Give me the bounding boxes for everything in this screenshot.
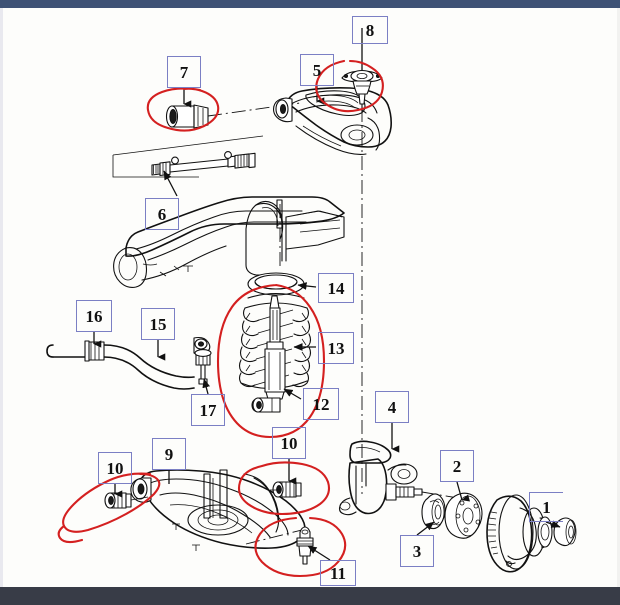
callout-number: 6 [157, 204, 167, 224]
callout-10b[interactable]: 10 [272, 427, 306, 459]
callout-5[interactable]: 5 [300, 54, 334, 86]
annotation-circle-8 [315, 59, 384, 113]
callout-9[interactable]: 9 [152, 438, 186, 470]
callout-number: 17 [199, 400, 217, 420]
annotation-scribble-10-left [62, 472, 161, 533]
callout-13[interactable]: 13 [318, 332, 354, 364]
part-coil-spring-and-shock [238, 292, 312, 413]
annotation-circle-11 [254, 516, 347, 578]
callout-2[interactable]: 2 [440, 450, 474, 482]
callout-number: 12 [312, 394, 330, 414]
callout-10a[interactable]: 10 [98, 452, 132, 484]
callout-number: 4 [387, 397, 397, 417]
callout-6[interactable]: 6 [145, 198, 179, 230]
callout-number: 1 [542, 497, 551, 517]
part-adjusting-cam-bolt [112, 135, 264, 178]
callout-number: 2 [452, 456, 462, 476]
callout-number: 3 [412, 541, 422, 561]
callout-1[interactable]: 1 [529, 492, 563, 522]
callout-number: 11 [329, 563, 347, 583]
callout-number: 15 [149, 314, 167, 334]
callout-number: 13 [327, 338, 345, 358]
callout-4[interactable]: 4 [375, 391, 409, 423]
callout-14[interactable]: 14 [318, 273, 354, 303]
callout-3[interactable]: 3 [400, 535, 434, 567]
callout-11[interactable]: 11 [320, 560, 356, 586]
callout-number: 7 [179, 62, 189, 82]
callout-number: 10 [106, 458, 124, 478]
annotation-circle-spring-shock [216, 283, 326, 439]
part-wheel-bearing-nut [553, 517, 577, 547]
callout-number: 8 [365, 20, 375, 40]
callout-15[interactable]: 15 [141, 308, 175, 340]
callout-number: 5 [312, 60, 322, 80]
callout-number: 14 [327, 278, 345, 298]
callout-number: 10 [280, 433, 298, 453]
part-lower-ball-joint [296, 526, 314, 565]
part-upper-ball-joint [341, 69, 383, 113]
top-window-bar [0, 0, 620, 8]
callout-17[interactable]: 17 [191, 394, 225, 426]
leader-lines [93, 28, 561, 561]
part-upper-control-arm [273, 87, 392, 155]
part-brake-rotor [486, 494, 553, 573]
callout-number: 9 [164, 444, 174, 464]
part-shock-absorber [251, 295, 286, 413]
callout-number: 16 [85, 306, 103, 326]
part-steering-knuckle [338, 440, 471, 516]
callout-12[interactable]: 12 [303, 388, 339, 420]
part-crossmember [113, 196, 345, 288]
part-outer-bearing [421, 493, 446, 530]
part-lower-arm-bushing-right [270, 481, 302, 498]
red-annotations [57, 59, 384, 578]
annotation-circle-7 [146, 87, 220, 132]
left-page-edge [0, 8, 3, 587]
part-stabilizer-assembly [46, 336, 212, 390]
annotation-circle-10-right [237, 461, 331, 516]
callout-7[interactable]: 7 [167, 56, 201, 88]
callout-8[interactable]: 8 [352, 16, 388, 44]
right-page-edge [617, 8, 620, 587]
part-lower-arm-bushing-left [104, 492, 149, 509]
bottom-window-bar [0, 587, 620, 605]
part-wheel-hub [444, 492, 483, 539]
suspension-diagram: .ln { fill:none; stroke:#111; stroke-wid… [46, 28, 577, 578]
callout-16[interactable]: 16 [76, 300, 112, 332]
